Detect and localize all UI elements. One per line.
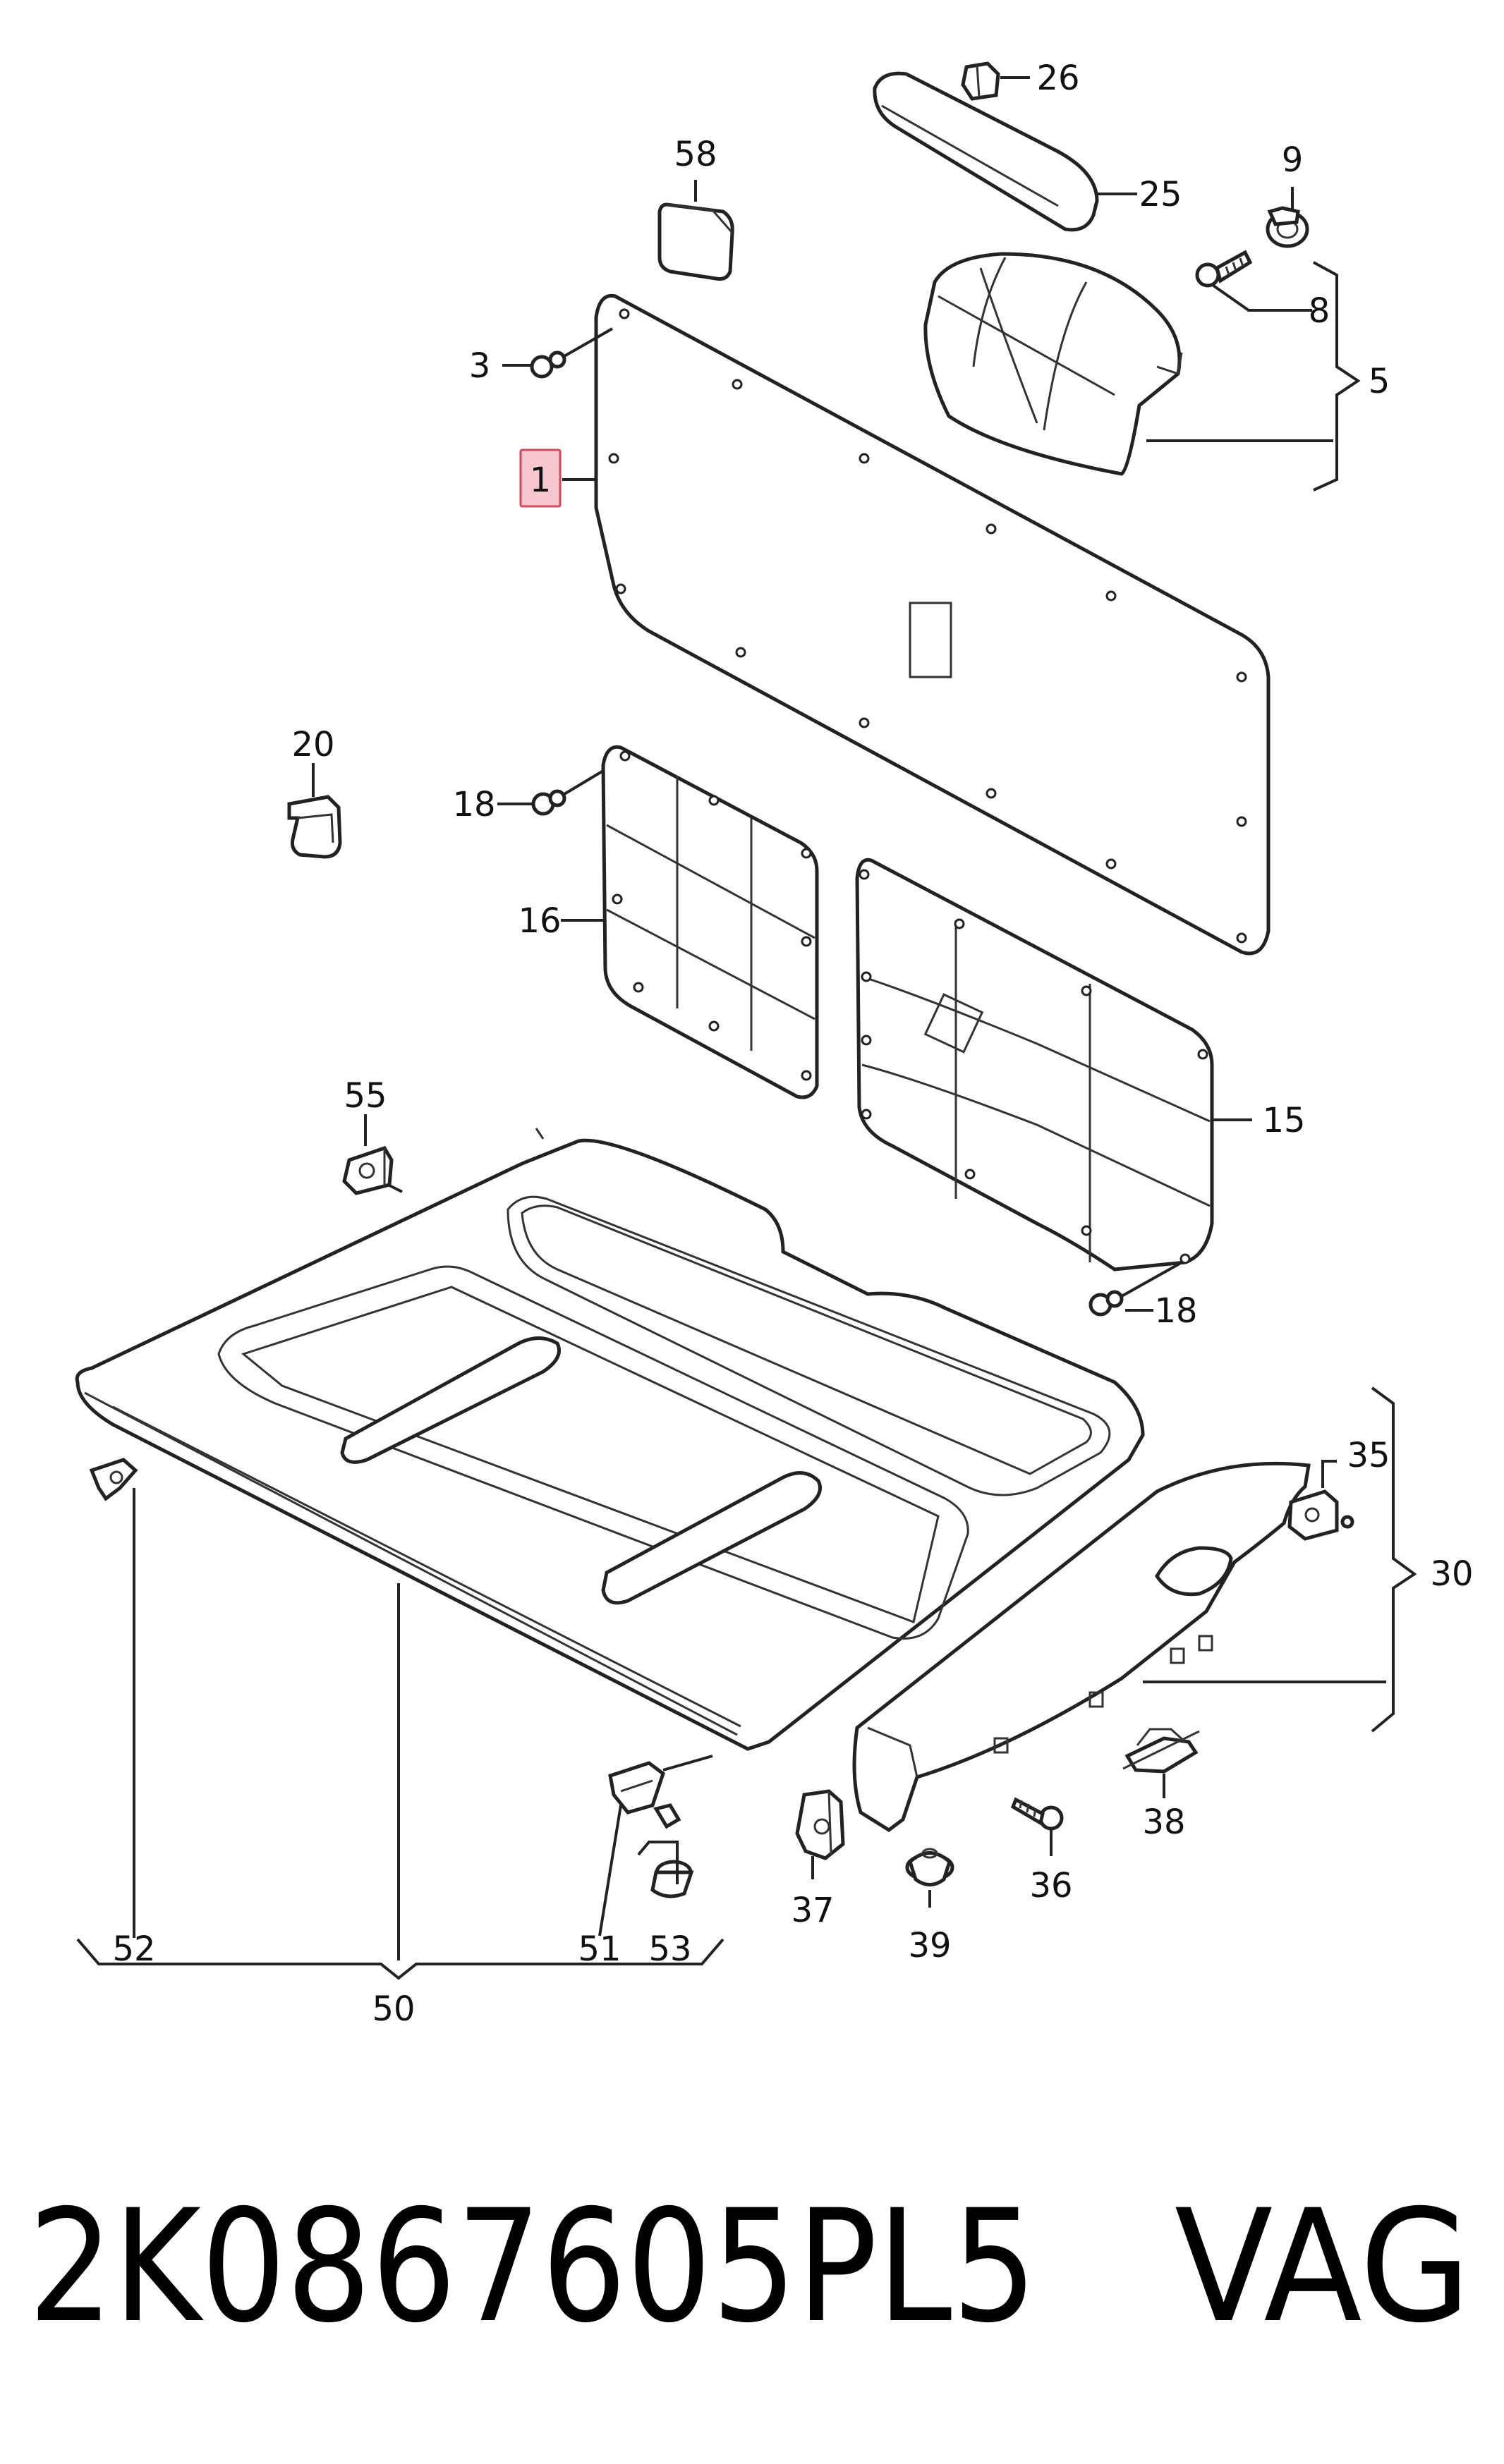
part-25-handle bbox=[873, 71, 1099, 232]
label-part-8: 8 bbox=[1309, 291, 1330, 331]
label-part-50: 50 bbox=[372, 1989, 415, 2029]
label-part-58: 58 bbox=[674, 135, 717, 174]
label-part-5: 5 bbox=[1369, 362, 1390, 401]
part-37-clip bbox=[795, 1789, 845, 1860]
part-9-grommet bbox=[1266, 206, 1309, 248]
part-26-clip bbox=[961, 61, 1000, 101]
part-20-clip bbox=[287, 795, 342, 859]
part-52-clip bbox=[89, 1458, 138, 1501]
label-part-53: 53 bbox=[648, 1929, 691, 1969]
part-16-left-panel bbox=[601, 745, 819, 1099]
label-part-18-upper: 18 bbox=[452, 785, 495, 824]
leader-part-53 bbox=[637, 1841, 679, 1884]
brand-name: VAG bbox=[1175, 2176, 1471, 2357]
label-part-26: 26 bbox=[1036, 59, 1079, 98]
label-part-52: 52 bbox=[112, 1929, 155, 1969]
part-38-clip bbox=[1122, 1728, 1200, 1774]
leader-part-55-b bbox=[387, 1183, 403, 1193]
bracket-part-5 bbox=[1313, 261, 1361, 492]
label-part-36: 36 bbox=[1029, 1866, 1072, 1905]
label-part-55: 55 bbox=[344, 1076, 387, 1116]
part-53-plug bbox=[650, 1860, 694, 1898]
label-part-9: 9 bbox=[1282, 140, 1304, 180]
leader-part-8 bbox=[1212, 284, 1312, 312]
label-part-20: 20 bbox=[291, 725, 334, 764]
part-55-clip bbox=[342, 1145, 394, 1195]
part-18-clip-lower bbox=[1088, 1262, 1180, 1317]
part-36-screw bbox=[1010, 1797, 1064, 1831]
part-5-cushion bbox=[923, 252, 1183, 476]
label-part-3: 3 bbox=[469, 346, 491, 386]
part-58-block bbox=[657, 202, 734, 281]
part-39-grommet bbox=[905, 1848, 954, 1886]
label-part-51: 51 bbox=[578, 1929, 621, 1969]
label-part-25: 25 bbox=[1139, 175, 1182, 214]
bracket-part-30 bbox=[1371, 1386, 1417, 1733]
part-8-screw bbox=[1195, 250, 1253, 288]
part-3-clip bbox=[530, 327, 613, 379]
part-30-side-trim bbox=[852, 1461, 1311, 1833]
part-50-floor-panel bbox=[75, 1128, 1145, 1751]
label-part-1: 1 bbox=[530, 461, 552, 500]
part-51-clip bbox=[608, 1755, 713, 1829]
label-part-16: 16 bbox=[518, 901, 561, 941]
label-part-37: 37 bbox=[791, 1891, 834, 1930]
leader-part-35 bbox=[1321, 1460, 1337, 1488]
part-15-right-panel bbox=[855, 858, 1214, 1271]
label-part-15: 15 bbox=[1262, 1101, 1305, 1140]
part-number: 2K0867605PL5 bbox=[28, 2176, 1037, 2357]
label-part-35: 35 bbox=[1347, 1436, 1390, 1475]
part-35-clip bbox=[1287, 1489, 1354, 1541]
label-part-18-lower: 18 bbox=[1154, 1291, 1197, 1331]
label-part-39: 39 bbox=[908, 1926, 951, 1965]
part-1-upper-panel bbox=[594, 293, 1270, 956]
leader-part-51 bbox=[598, 1805, 622, 1937]
label-part-30: 30 bbox=[1430, 1554, 1473, 1594]
label-part-38: 38 bbox=[1142, 1803, 1185, 1842]
bracket-part-50 bbox=[76, 1938, 724, 1980]
highlight-box-part-1 bbox=[519, 449, 562, 508]
